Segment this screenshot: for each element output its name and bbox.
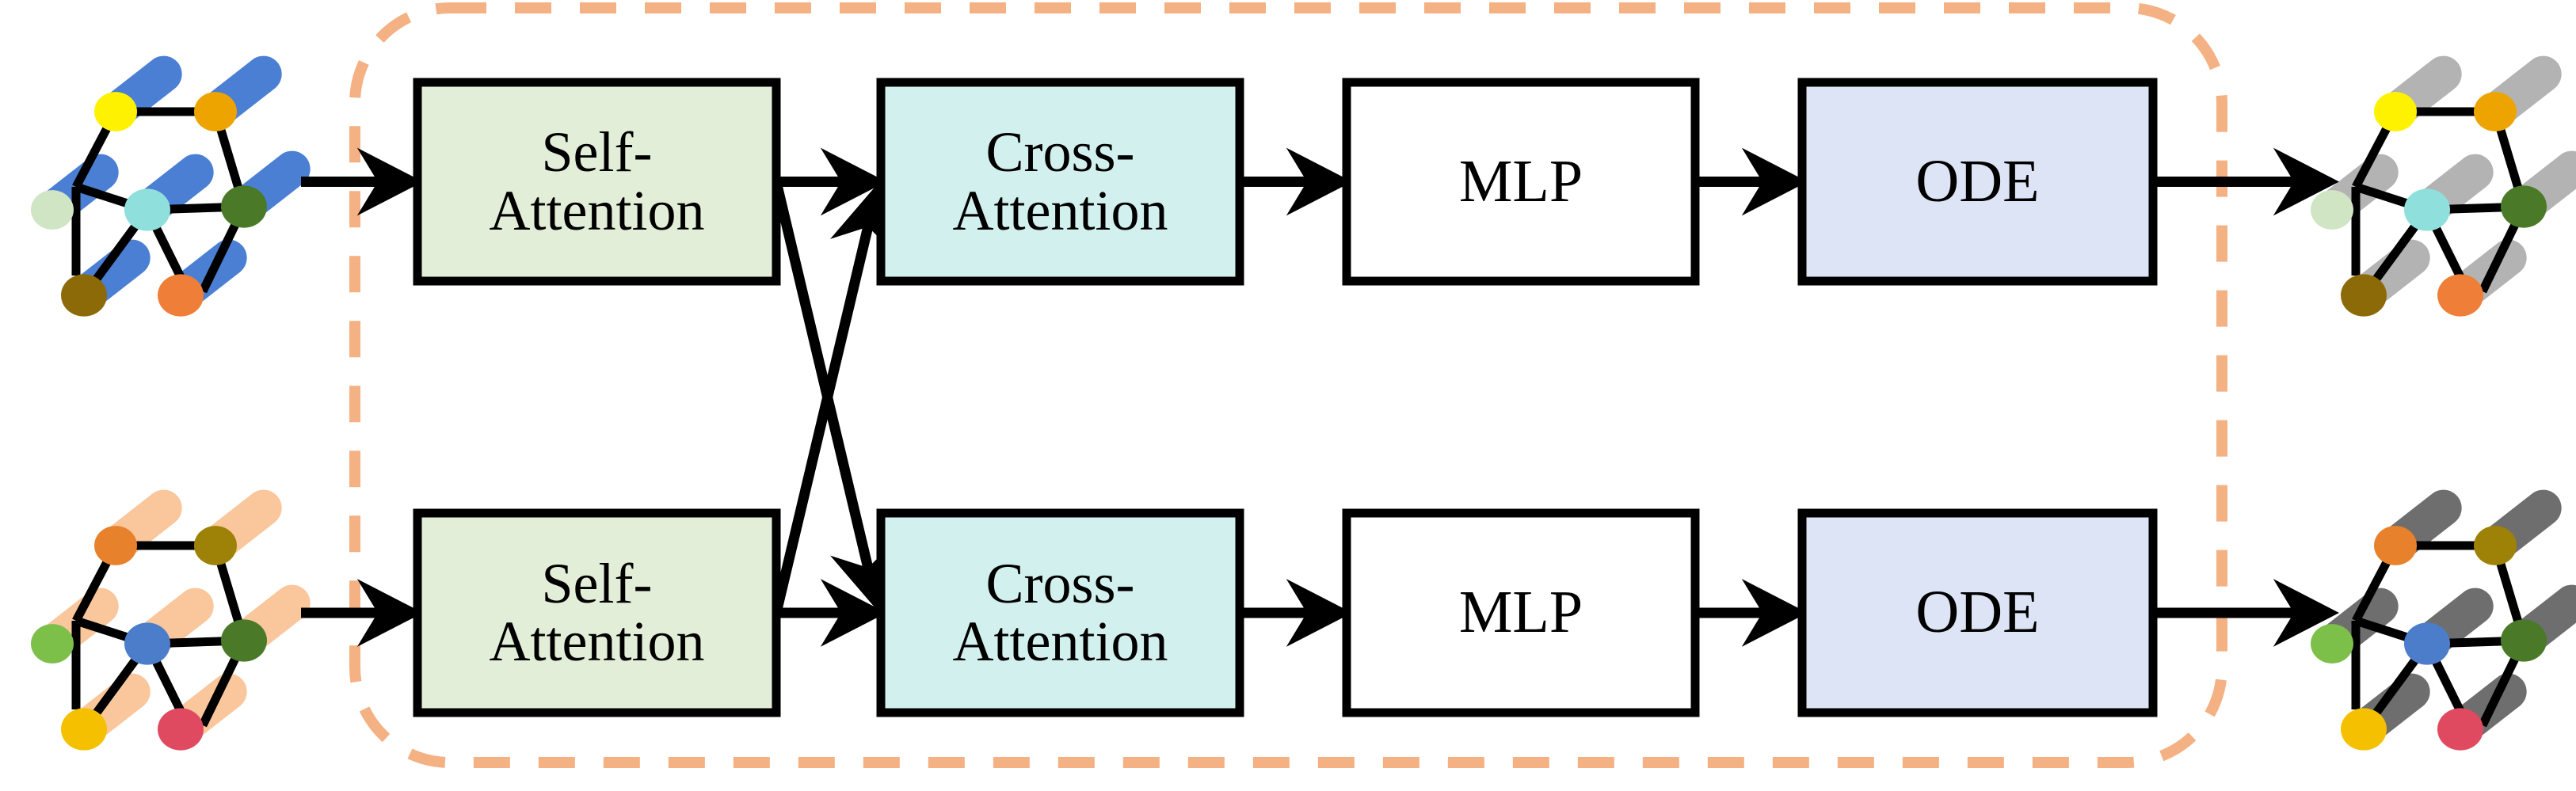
process-box-self-attention-top [413,78,781,286]
molecule-atom [2374,92,2417,131]
molecule-atom [2374,526,2417,565]
process-box-cross-attention-bottom [876,508,1244,717]
molecule-atom [2437,708,2483,751]
process-box-cross-attention-top [876,78,1244,286]
molecule-atom [2341,274,2387,317]
process-box-mlp-bottom [1342,508,1700,717]
molecule-atom [2501,619,2547,662]
molecule-rods [2314,55,2576,314]
molecule-atom [2437,274,2483,317]
molecule-atom [2474,92,2517,131]
molecule-atom [2341,708,2387,751]
molecule-atom [31,190,74,230]
molecule-atom [2311,624,2353,664]
molecule-atom [194,92,237,131]
molecule-atom [194,526,237,565]
molecule-atom [221,185,267,228]
molecule-rods [2314,489,2576,747]
molecule-atom [61,274,107,317]
molecule-atom [124,188,170,231]
process-box-self-attention-bottom [413,508,781,717]
process-box-ode-bottom [1797,508,2158,717]
molecule-atom [2501,185,2547,228]
process-box-ode-top [1797,78,2158,286]
molecule-atom [2404,622,2450,665]
molecule-atom [2311,190,2353,230]
molecule-input-top [31,55,311,317]
process-box-group [413,78,2158,717]
molecule-output-top [2311,55,2576,317]
molecule-group [31,55,2576,751]
arrow-self-bottom-to-cross-top [771,182,897,614]
molecule-atom [158,708,204,751]
dashed-module-boundary [349,2,2227,768]
molecule-atom [124,622,170,665]
molecule-atom [61,708,107,751]
molecule-atom [221,619,267,662]
molecule-atom [94,92,137,131]
molecule-atom [94,526,137,565]
molecule-input-bottom [31,489,311,751]
molecule-output-bottom [2311,489,2576,751]
arrow-group [301,147,2340,647]
molecule-atom [158,274,204,317]
molecule-atom [31,624,74,664]
molecule-atom [2404,188,2450,231]
process-box-mlp-top [1342,78,1700,286]
molecule-atom [2474,526,2517,565]
